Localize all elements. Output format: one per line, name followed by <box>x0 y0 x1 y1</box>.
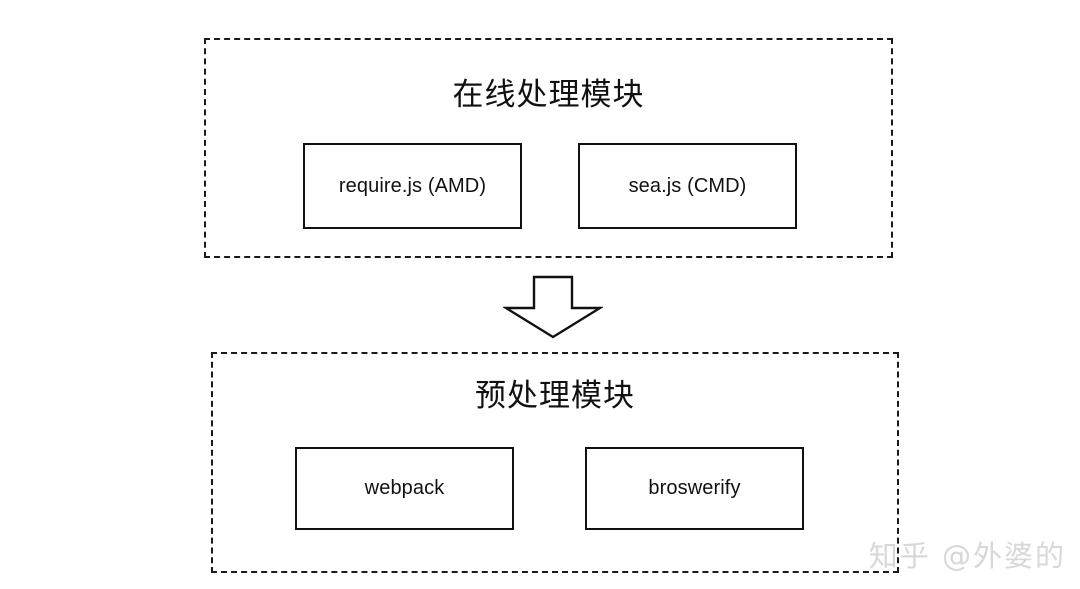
arrow-down-block-shape <box>503 275 603 339</box>
node-broswerify[interactable]: broswerify <box>585 447 804 530</box>
node-webpack[interactable]: webpack <box>295 447 514 530</box>
group-online-processing: 在线处理模块 require.js (AMD) sea.js (CMD) <box>204 38 893 258</box>
node-seajs-label: sea.js (CMD) <box>628 174 747 197</box>
node-requirejs-label: require.js (AMD) <box>338 174 487 197</box>
node-seajs[interactable]: sea.js (CMD) <box>578 143 797 229</box>
node-broswerify-label: broswerify <box>648 477 741 499</box>
group-preprocessing-title: 预处理模块 <box>475 378 635 414</box>
node-webpack-label: webpack <box>364 477 445 499</box>
group-preprocessing: 预处理模块 webpack broswerify <box>211 352 899 573</box>
group-online-processing-title: 在线处理模块 <box>452 77 645 113</box>
arrow-down-block-icon <box>503 275 603 340</box>
node-requirejs[interactable]: require.js (AMD) <box>303 143 522 229</box>
